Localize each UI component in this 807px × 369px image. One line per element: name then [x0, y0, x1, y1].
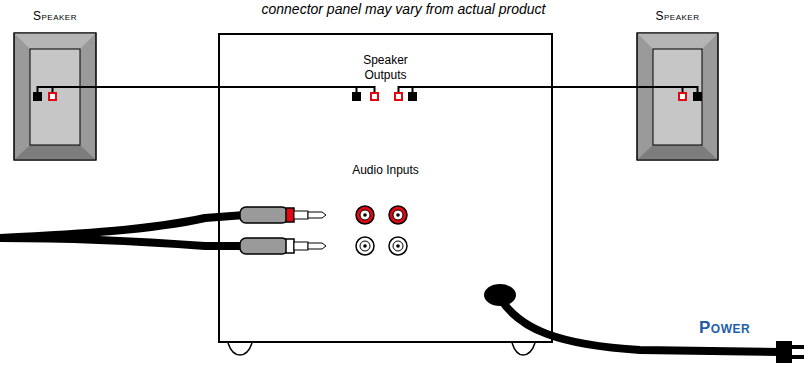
speaker-label: Speaker — [0, 9, 116, 23]
foot — [512, 343, 535, 355]
foot — [228, 343, 252, 355]
speaker-box: Speaker — [14, 33, 96, 160]
panel-label: Audio Inputs — [341, 163, 431, 178]
speaker-illustration — [14, 33, 96, 160]
speaker-box: Speaker — [637, 33, 718, 160]
speaker-wire — [96, 86, 218, 88]
speaker-wire — [38, 87, 698, 92]
speaker-illustration — [637, 33, 718, 160]
panel-label: Speaker Outputs — [341, 53, 431, 83]
power-cord — [484, 284, 804, 363]
rca-jacks — [356, 206, 407, 255]
note-text: connector panel may vary from actual pro… — [0, 1, 807, 17]
power-label: Power — [697, 318, 752, 338]
speaker-label: Speaker — [617, 9, 738, 23]
amplifier-box: Speaker OutputsAudio Inputs — [218, 33, 553, 343]
speaker-wire — [553, 86, 637, 88]
output-terminals — [352, 92, 417, 101]
audio-cable — [0, 207, 326, 254]
